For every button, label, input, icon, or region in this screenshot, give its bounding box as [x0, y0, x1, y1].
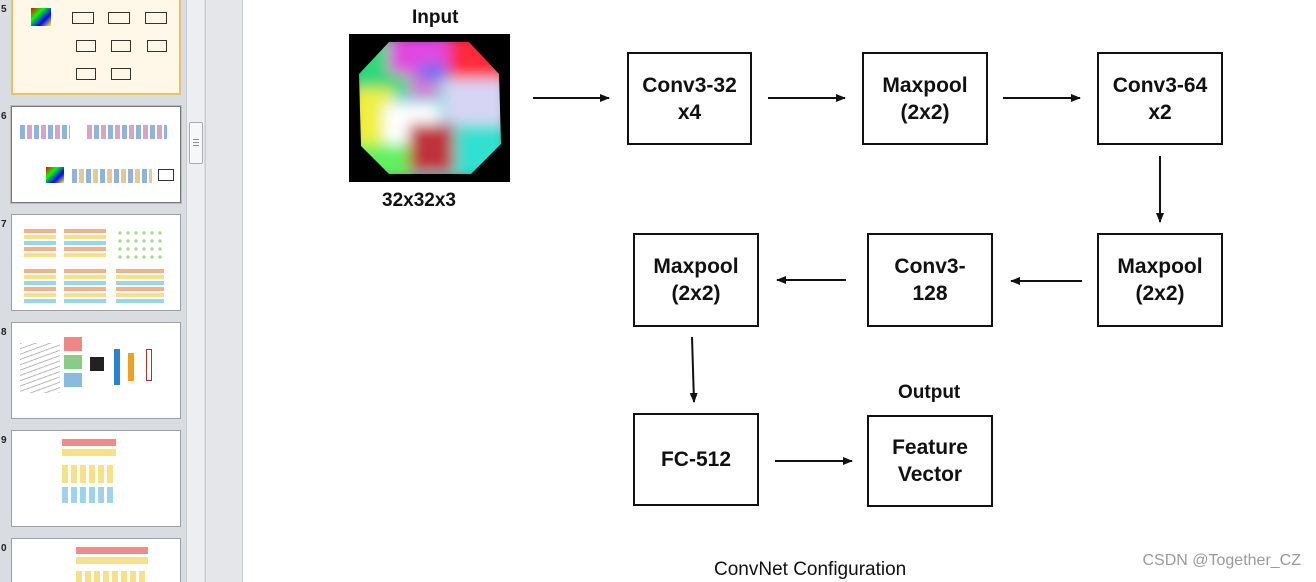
slide-caption: ConvNet Configuration	[714, 559, 907, 580]
feature-vector-box[interactable]: Feature Vector	[867, 415, 993, 507]
thumbnail-shape	[116, 269, 164, 303]
output-title: Output	[898, 382, 961, 403]
thumbnail-shape	[111, 68, 131, 80]
thumbnail-shape	[20, 125, 70, 139]
slide-number: 8	[1, 327, 7, 338]
input-title: Input	[412, 7, 459, 28]
maxpool-box-1[interactable]: Maxpool (2x2)	[862, 52, 988, 145]
maxpool-box-3[interactable]: Maxpool (2x2)	[633, 233, 759, 327]
scrollbar-thumb[interactable]	[189, 122, 203, 164]
thumbnail-shape	[76, 557, 148, 564]
thumbnail-shape	[64, 355, 82, 369]
thumbnail-scrollbar[interactable]	[186, 0, 204, 582]
thumbnail-shape	[87, 125, 167, 139]
fc-512-box[interactable]: FC-512	[633, 413, 759, 506]
thumbnail-shape	[111, 40, 131, 52]
slide-number: 6	[1, 111, 7, 122]
thumbnail-shape	[62, 465, 116, 483]
slide-thumbnail-6[interactable]	[11, 106, 181, 203]
thumbnail-image	[31, 8, 51, 26]
input-size-label: 32x32x3	[382, 190, 456, 211]
slide-thumbnail-7[interactable]	[11, 214, 181, 311]
input-image	[349, 34, 510, 182]
thumbnail-shape	[64, 229, 106, 259]
maxpool-box-2[interactable]: Maxpool (2x2)	[1097, 233, 1223, 327]
thumbnail-shape	[116, 229, 164, 259]
slide-thumbnail-10[interactable]	[11, 538, 181, 582]
thumbnail-shape	[62, 487, 116, 503]
thumbnail-shape	[114, 349, 120, 385]
thumbnail-shape	[62, 449, 116, 456]
slide-number: 9	[1, 435, 7, 446]
arrow-down	[689, 336, 698, 403]
slide-thumbnail-panel: 5 6 7	[0, 0, 205, 582]
thumbnail-shape	[72, 169, 152, 183]
thumbnail-shape	[64, 373, 82, 387]
thumbnail-shape	[64, 269, 106, 303]
conv3-64-box[interactable]: Conv3-64 x2	[1097, 52, 1223, 145]
thumbnail-shape	[90, 357, 104, 371]
thumbnail-shape	[20, 343, 60, 393]
thumbnail-shape	[76, 571, 148, 582]
thumbnail-shape	[147, 40, 167, 52]
watermark: CSDN @Together_CZ	[1142, 552, 1301, 569]
slide-number: 5	[1, 4, 7, 15]
thumbnail-shape	[76, 68, 96, 80]
thumbnail-shape	[76, 40, 96, 52]
thumbnail-shape	[76, 547, 148, 554]
thumbnail-shape	[24, 229, 56, 259]
thumbnail-shape	[24, 269, 56, 303]
thumbnail-shape	[145, 12, 167, 24]
thumbnail-shape	[108, 12, 130, 24]
slide-thumbnail-9[interactable]	[11, 430, 181, 527]
slide-thumbnail-8[interactable]	[11, 322, 181, 419]
conv3-128-box[interactable]: Conv3- 128	[867, 233, 993, 327]
thumbnail-shape	[64, 337, 82, 351]
slide-number: 0	[1, 543, 7, 554]
thumbnail-shape	[62, 439, 116, 446]
slide-number: 7	[1, 219, 7, 230]
thumbnail-shape	[158, 169, 174, 181]
thumbnail-image	[46, 167, 64, 183]
slide-thumbnail-5[interactable]	[11, 0, 181, 95]
conv3-32-box[interactable]: Conv3-32 x4	[627, 52, 752, 145]
thumbnail-shape	[72, 12, 94, 24]
panel-splitter[interactable]	[205, 0, 243, 582]
thumbnail-shape	[146, 349, 152, 381]
thumbnail-shape	[128, 353, 134, 381]
